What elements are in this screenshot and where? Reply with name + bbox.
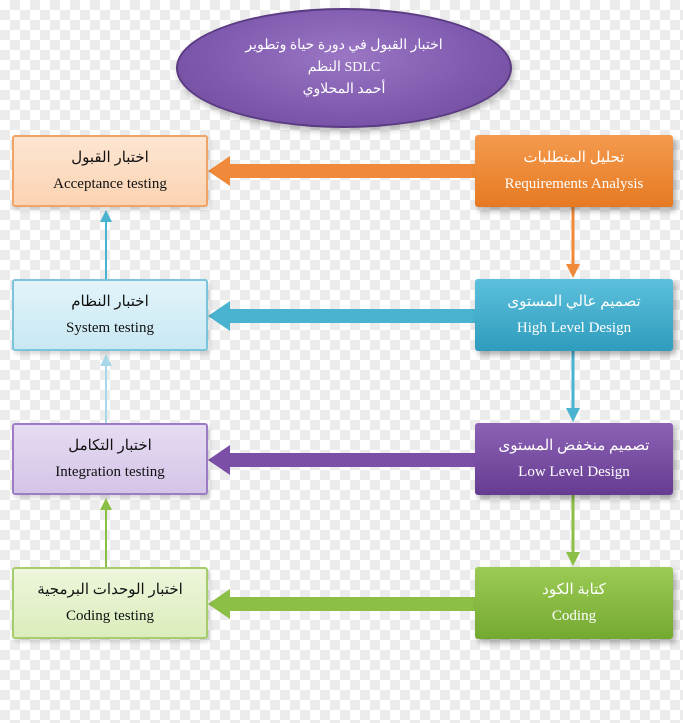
- phase-english-label: High Level Design: [516, 320, 632, 336]
- phase-high-level-design: تصميم عالي المستوى High Level Design: [475, 279, 673, 351]
- arrow-lowlevel-to-integration: [208, 445, 475, 475]
- phase-low-level-design: تصميم منخفض المستوى Low Level Design: [475, 423, 673, 495]
- test-integration-testing: اختبار التكامل Integration testing: [12, 423, 208, 495]
- arrow-unit-to-integration: [100, 498, 112, 567]
- test-english-label: Coding testing: [66, 608, 154, 624]
- arrow-coding-to-unit: [208, 589, 475, 619]
- arrow-requirements-to-acceptance: [208, 156, 475, 186]
- title-line-2: SDLC النظم: [307, 60, 381, 75]
- arrow-highlevel-to-lowlevel: [566, 351, 580, 422]
- phase-english-label: Requirements Analysis: [504, 176, 644, 192]
- test-arabic-label: اختبار النظام: [71, 294, 149, 310]
- arrow-lowlevel-to-coding: [566, 495, 580, 566]
- arrow-integration-to-system: [100, 354, 112, 423]
- test-arabic-label: اختبار القبول: [71, 150, 149, 166]
- phase-english-label: Low Level Design: [518, 464, 630, 480]
- test-english-label: Integration testing: [55, 464, 165, 480]
- arrow-highlevel-to-system: [208, 301, 475, 331]
- phase-arabic-label: تصميم عالي المستوى: [507, 294, 641, 310]
- phase-arabic-label: تصميم منخفض المستوى: [498, 438, 650, 454]
- test-arabic-label: اختبار الوحدات البرمجية: [37, 582, 183, 598]
- test-acceptance-testing: اختبار القبول Acceptance testing: [12, 135, 208, 207]
- arrow-requirements-to-highlevel: [566, 207, 580, 278]
- title-line-1: اختبار القبول في دورة حياة وتطوير: [245, 38, 443, 53]
- test-english-label: Acceptance testing: [53, 176, 167, 192]
- test-english-label: System testing: [66, 320, 154, 336]
- test-system-testing: اختبار النظام System testing: [12, 279, 208, 351]
- phase-english-label: Coding: [551, 608, 597, 624]
- phase-arabic-label: كتابة الكود: [542, 582, 606, 598]
- arrow-system-to-acceptance: [100, 210, 112, 279]
- title-ellipse: اختبار القبول في دورة حياة وتطوير SDLC ا…: [176, 8, 512, 128]
- title-line-3: أحمد المحلاوي: [302, 82, 386, 97]
- phase-arabic-label: تحليل المتطلبات: [523, 150, 625, 166]
- test-coding-testing: اختبار الوحدات البرمجية Coding testing: [12, 567, 208, 639]
- phase-requirements-analysis: تحليل المتطلبات Requirements Analysis: [475, 135, 673, 207]
- test-arabic-label: اختبار التكامل: [68, 438, 152, 454]
- phase-coding: كتابة الكود Coding: [475, 567, 673, 639]
